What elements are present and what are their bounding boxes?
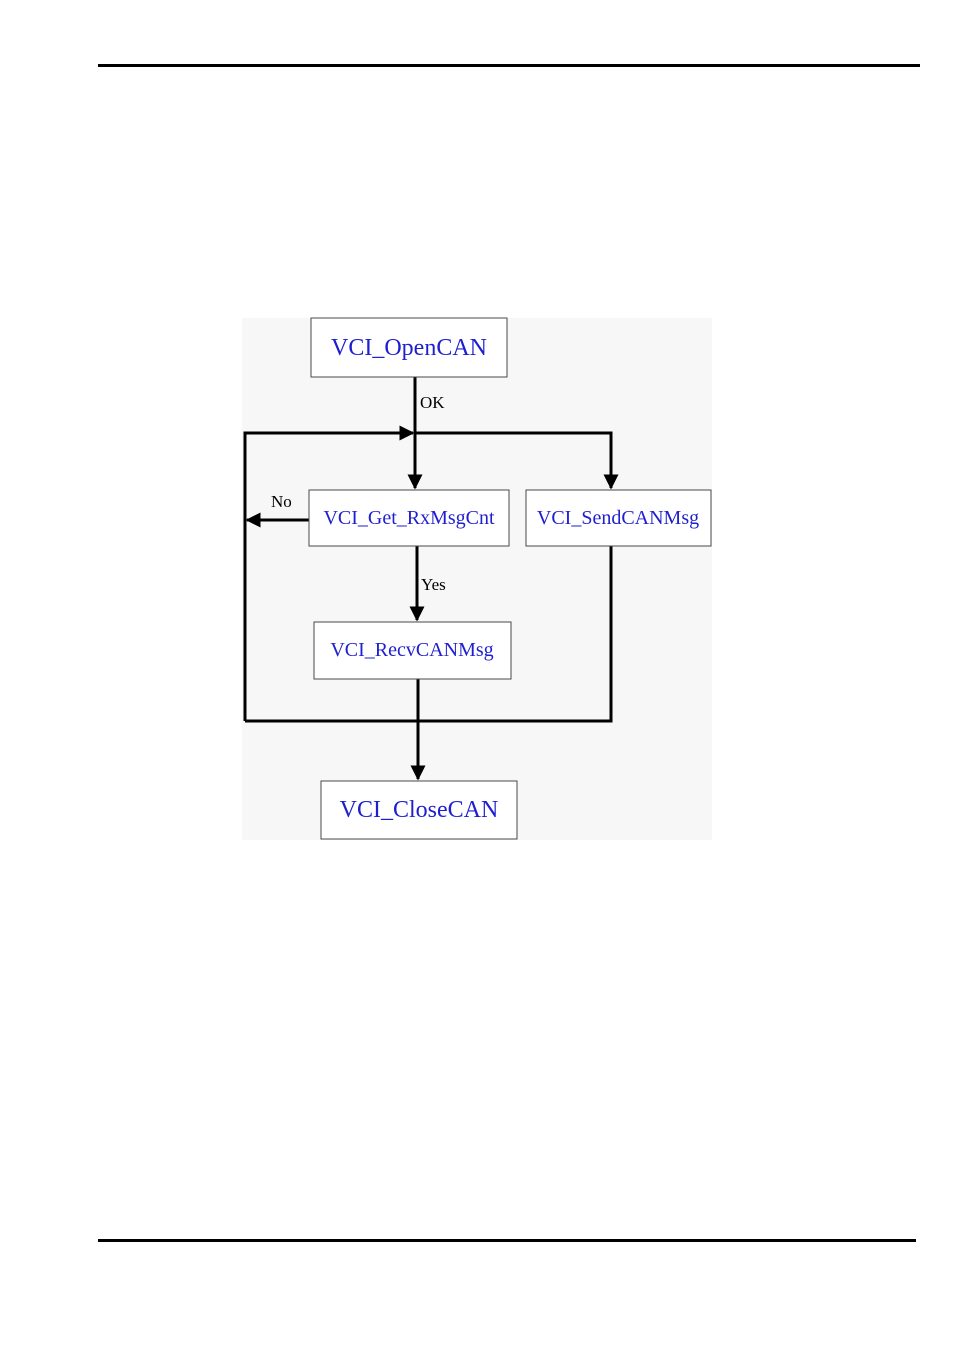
node-recv-can-msg-label: VCI_RecvCANMsg [330,639,493,661]
node-open-can-label: VCI_OpenCAN [331,335,487,361]
node-get-rx-msg-cnt-label: VCI_Get_RxMsgCnt [323,507,495,529]
node-close-can-label: VCI_CloseCAN [340,797,499,823]
diagram-background [242,318,712,840]
node-get-rx-msg-cnt: VCI_Get_RxMsgCnt [309,490,509,546]
node-recv-can-msg: VCI_RecvCANMsg [314,622,511,679]
node-send-can-msg: VCI_SendCANMsg [526,490,711,546]
node-open-can: VCI_OpenCAN [311,318,507,377]
edge-label-ok: OK [420,393,445,412]
edge-label-no: No [271,492,292,511]
edge-label-yes: Yes [421,575,446,594]
footer-rule [98,1239,916,1242]
node-send-can-msg-label: VCI_SendCANMsg [537,507,699,529]
node-close-can: VCI_CloseCAN [321,781,517,839]
